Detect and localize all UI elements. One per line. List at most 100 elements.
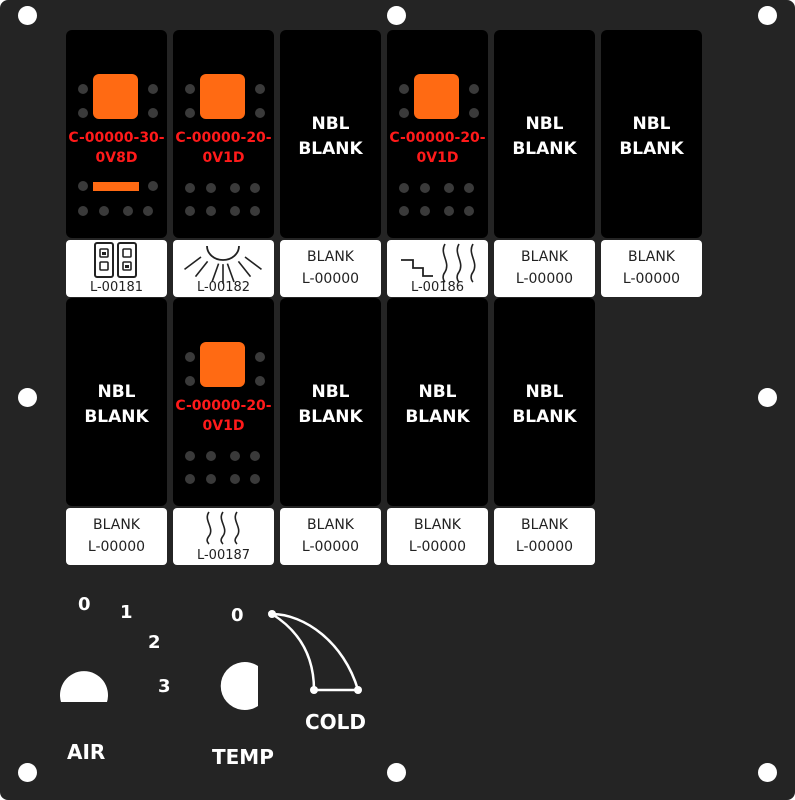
switch-code: C-00000-20-0V1D [175,398,272,434]
legend-title: BLANK [93,517,140,533]
legend-title: BLANK [628,249,675,265]
switch-legend-label: BLANK L-00000 [66,508,167,565]
indicator-lamp [200,342,245,387]
defrost-stairs-icon [401,243,476,283]
air-label: AIR [67,740,106,764]
indicator-dot [206,451,216,461]
indicator-dot [469,108,479,118]
switch-legend-label: BLANK L-00000 [387,508,488,565]
legend-title: BLANK [521,249,568,265]
legend-part-number: L-00000 [408,539,467,555]
indicator-dot [206,206,216,216]
temp-label: TEMP [212,745,274,769]
legend-part-number: L-00000 [515,539,574,555]
indicator-lamp [93,74,138,119]
legend-title: BLANK [307,517,354,533]
indicator-dot [185,84,195,94]
indicator-dot [78,108,88,118]
temp-cold-label: COLD [305,710,367,734]
indicator-dot [464,183,474,193]
rocker-switch[interactable]: C-00000-30-0V8D [66,30,167,238]
switch-legend-label: L-00187 [173,508,274,565]
rocker-switch[interactable]: C-00000-20-0V1D [173,30,274,238]
indicator-dot [206,183,216,193]
legend-part-number: L-00000 [515,271,574,287]
indicator-dot [469,84,479,94]
indicator-dot [185,451,195,461]
indicator-dot [230,206,240,216]
switch-code: C-00000-20-0V1D [175,130,272,166]
indicator-lamp [414,74,459,119]
indicator-dot [255,84,265,94]
indicator-dot [185,474,195,484]
indicator-dot [230,183,240,193]
mounting-hole [387,6,406,25]
indicator-dot [444,183,454,193]
legend-part-number: L-00186 [410,280,465,295]
switch-legend-label: BLANK L-00000 [494,508,595,565]
rocker-switch[interactable]: C-00000-20-0V1D [173,298,274,506]
indicator-dot [255,376,265,386]
indicator-dot [78,84,88,94]
indicator-dot [143,206,153,216]
mounting-hole [18,388,37,407]
indicator-lamp [200,74,245,119]
indicator-dot [255,108,265,118]
indicator-dot [250,183,260,193]
indicator-dot [250,451,260,461]
air-position-3: 3 [158,676,171,697]
mounting-hole [18,763,37,782]
legend-part-number: L-00000 [87,539,146,555]
temp-knob[interactable] [216,660,266,712]
legend-title: BLANK [414,517,461,533]
indicator-dot [230,451,240,461]
switch-legend-label: L-00182 [173,240,274,297]
mounting-hole [18,6,37,25]
mounting-hole [758,388,777,407]
switch-legend-label: L-00186 [387,240,488,297]
mounting-hole [758,763,777,782]
indicator-dot [78,206,88,216]
switch-code: C-00000-20-0V1D [389,130,486,166]
sun-icon [184,245,262,284]
indicator-dot [399,206,409,216]
indicator-dot [78,181,88,191]
indicator-dot [250,206,260,216]
rocker-switch[interactable]: C-00000-20-0V1D [387,30,488,238]
indicator-dot [250,474,260,484]
indicator-dot [185,183,195,193]
indicator-dot [399,108,409,118]
legend-title: BLANK [307,249,354,265]
indicator-dot [185,108,195,118]
legend-part-number: L-00000 [301,271,360,287]
indicator-dot [206,474,216,484]
indicator-dot [185,376,195,386]
indicator-dot [444,206,454,216]
indicator-dot [464,206,474,216]
indicator-dot [420,183,430,193]
air-knob[interactable] [58,660,110,704]
indicator-dot [99,206,109,216]
temp-cold-scale-icon [267,610,362,694]
switch-legend-label: BLANK L-00000 [494,240,595,297]
air-position-2: 2 [148,632,161,653]
indicator-dot [185,206,195,216]
indicator-dot [185,352,195,362]
legend-title: BLANK [521,517,568,533]
temp-position-0: 0 [231,605,244,626]
indicator-dot [148,108,158,118]
